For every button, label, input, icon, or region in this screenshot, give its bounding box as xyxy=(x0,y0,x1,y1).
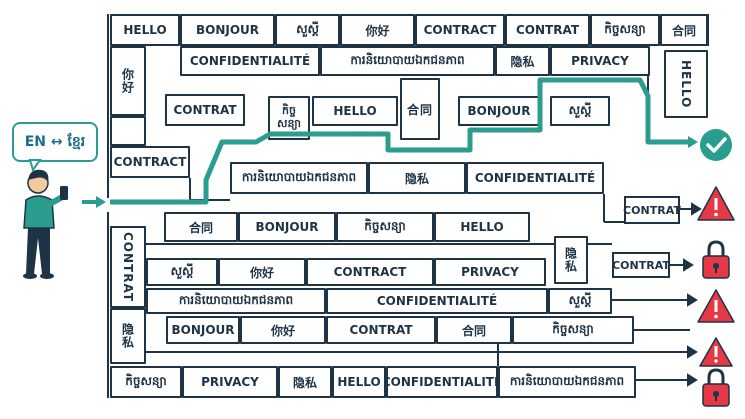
brick-khmer-privacy: ការនិយោបាយឯកជនភាព xyxy=(230,162,368,194)
brick-khmer-hello: សួស្តី xyxy=(548,288,612,314)
brick-chinese-hello-vertical: 你好 xyxy=(110,46,146,116)
brick-khmer-privacy: ការនិយោបាយឯកជនភាព xyxy=(146,288,326,314)
brick-privacy: PRIVACY xyxy=(550,46,650,76)
exit-arrow-head xyxy=(683,258,694,272)
brick-hello: HELLO xyxy=(312,96,398,126)
success-check-icon xyxy=(700,129,732,161)
brick-bonjour: BONJOUR xyxy=(458,96,540,126)
brick-contrat: CONTRAT xyxy=(326,316,436,344)
brick-khmer-contract: កិច្ចសន្យា xyxy=(110,366,182,398)
exit-arrow-head xyxy=(691,202,702,216)
brick-contrat: CONTRAT xyxy=(505,14,590,46)
brick-khmer-contract: កិច្ចសន្យា xyxy=(268,96,310,140)
brick-khmer-hello: សួស្តី xyxy=(550,96,610,126)
maze-wall-segment xyxy=(110,116,146,146)
solution-path xyxy=(110,77,690,205)
language-speech-bubble: EN ↔ ខ្មែរ xyxy=(12,122,98,162)
brick-confidentialite: CONFIDENTIALITÉ xyxy=(466,162,604,194)
solution-path-arrowhead xyxy=(688,136,698,148)
brick-confidentialite: CONFIDENTIALITÉ xyxy=(326,288,548,314)
brick-hello: HELLO xyxy=(110,14,180,46)
brick-chinese-contract: 合同 xyxy=(436,316,512,344)
brick-contract: CONTRACT xyxy=(415,14,505,46)
brick-khmer-contract: កិច្ចសន្យា xyxy=(590,14,660,46)
exit-arrow-head xyxy=(687,373,698,387)
brick-hello-vertical: HELLO xyxy=(664,50,708,118)
exit-tag-contrat: CONTRAT xyxy=(612,252,670,278)
brick-chinese-privacy-vertical: 隐私 xyxy=(554,236,588,284)
brick-confidentialite: CONFIDENTIALITÉ xyxy=(180,46,320,76)
brick-khmer-contract: កិច្ចសន្យា xyxy=(336,212,434,242)
brick-khmer-hello: សួស្តី xyxy=(275,14,340,46)
exit-arrow-head xyxy=(687,293,698,307)
exit-arrows xyxy=(612,202,702,387)
brick-bonjour: BONJOUR xyxy=(166,316,240,344)
phone-icon xyxy=(60,186,68,200)
brick-khmer-contract: កិច្ចសន្យា xyxy=(512,316,634,344)
brick-chinese-hello: 你好 xyxy=(240,316,326,344)
brick-khmer-privacy: ការនិយោបាយឯកជនភាព xyxy=(320,46,495,76)
brick-contrat-vertical: CONTRAT xyxy=(110,226,146,308)
brick-chinese-privacy-vertical: 隐私 xyxy=(110,308,146,364)
brick-privacy: PRIVACY xyxy=(182,366,278,398)
entry-arrow-head xyxy=(96,196,106,208)
brick-chinese-contract: 合同 xyxy=(400,78,440,140)
lock-icon xyxy=(702,240,730,279)
lock-icon xyxy=(702,368,730,407)
brick-privacy: PRIVACY xyxy=(434,258,546,286)
brick-contract: CONTRACT xyxy=(110,146,190,178)
maze-walls xyxy=(107,14,709,398)
brick-hello: HELLO xyxy=(434,212,530,242)
brick-hello: HELLO xyxy=(332,366,386,398)
brick-chinese-contract: 合同 xyxy=(660,14,708,46)
brick-chinese-contract: 合同 xyxy=(164,212,238,242)
warning-icon xyxy=(697,289,735,323)
brick-chinese-privacy: 隐私 xyxy=(278,366,332,398)
exit-arrow-head xyxy=(687,345,698,359)
warning-icon xyxy=(699,337,733,367)
speech-bubble-tail xyxy=(28,159,42,173)
brick-khmer-privacy: ការនិយោបាយឯកជនភាព xyxy=(498,366,636,398)
brick-chinese-hello: 你好 xyxy=(340,14,415,46)
brick-chinese-hello: 你好 xyxy=(218,258,306,286)
brick-contrat: CONTRAT xyxy=(165,94,245,126)
warning-icon xyxy=(697,186,735,221)
brick-contract: CONTRACT xyxy=(306,258,434,286)
brick-bonjour: BONJOUR xyxy=(238,212,336,242)
brick-chinese-privacy: 隐私 xyxy=(368,162,466,194)
brick-khmer-hello: សួស្តី xyxy=(146,258,218,286)
brick-bonjour: BONJOUR xyxy=(180,14,275,46)
brick-confidentialite: CONFIDENTIALITÉ xyxy=(386,366,498,398)
person-icon xyxy=(23,169,68,279)
exit-tag-contrat: CONTRAT xyxy=(623,196,681,224)
brick-chinese-privacy: 隐私 xyxy=(495,46,550,76)
